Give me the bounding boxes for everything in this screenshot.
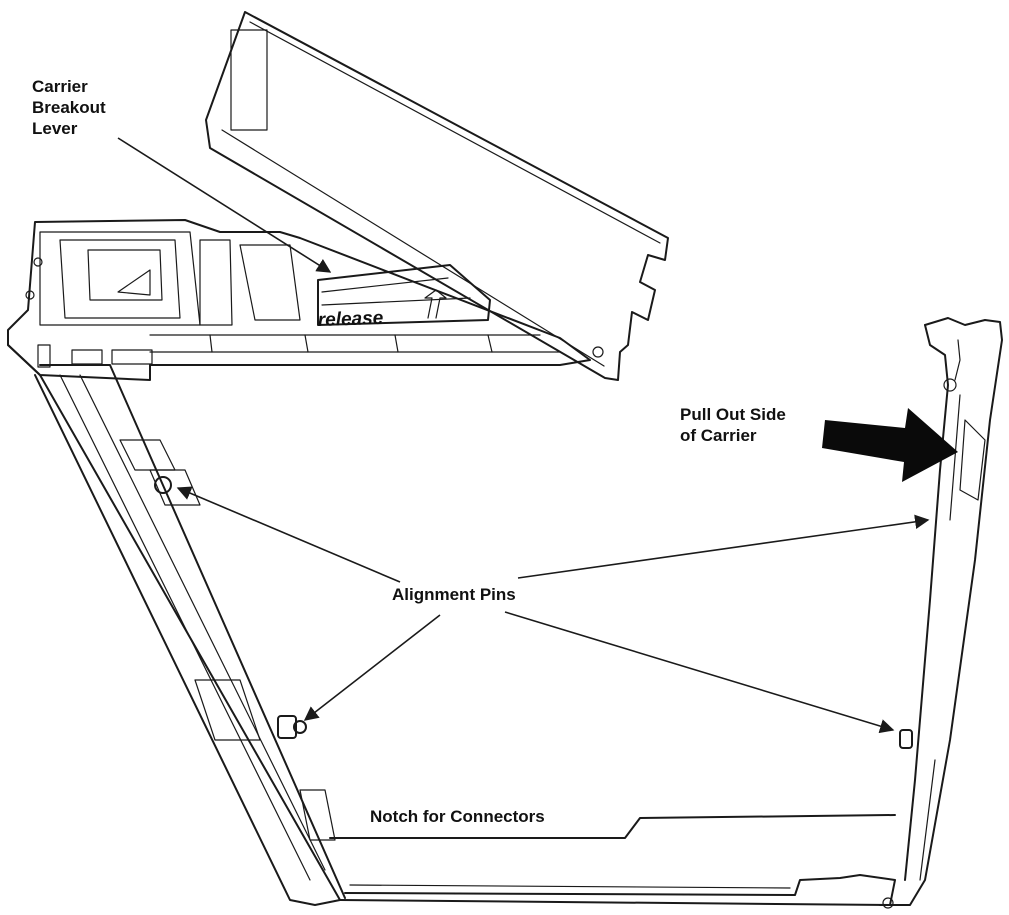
breakout-lever: release	[317, 264, 491, 331]
notch-label: Notch for Connectors	[370, 807, 545, 826]
lever-label-line2: Breakout	[32, 98, 106, 117]
alignment-pin-left-top	[154, 476, 172, 494]
lever-label-line1: Carrier	[32, 77, 88, 96]
pull-out-label: Pull Out Side of Carrier	[680, 405, 786, 445]
carrier-left-rail	[7, 344, 346, 906]
carrier-lid	[205, 11, 669, 381]
alignment-pins-label: Alignment Pins	[392, 585, 516, 604]
alignment-pin-left-bottom	[277, 715, 307, 739]
pointer-lines	[117, 137, 930, 734]
carrier-right-rail	[879, 317, 1003, 909]
carrier-front-rail	[7, 219, 591, 381]
pull-out-label-line2: of Carrier	[680, 426, 757, 445]
carrier-bottom-edge	[329, 814, 896, 906]
alignment-pin-right-bottom	[899, 729, 913, 749]
lever-label: Carrier Breakout Lever	[32, 77, 106, 138]
pull-out-arrow	[822, 408, 958, 482]
lever-label-line3: Lever	[32, 119, 78, 138]
pull-out-label-line1: Pull Out Side	[680, 405, 786, 424]
release-text: release	[317, 308, 384, 331]
